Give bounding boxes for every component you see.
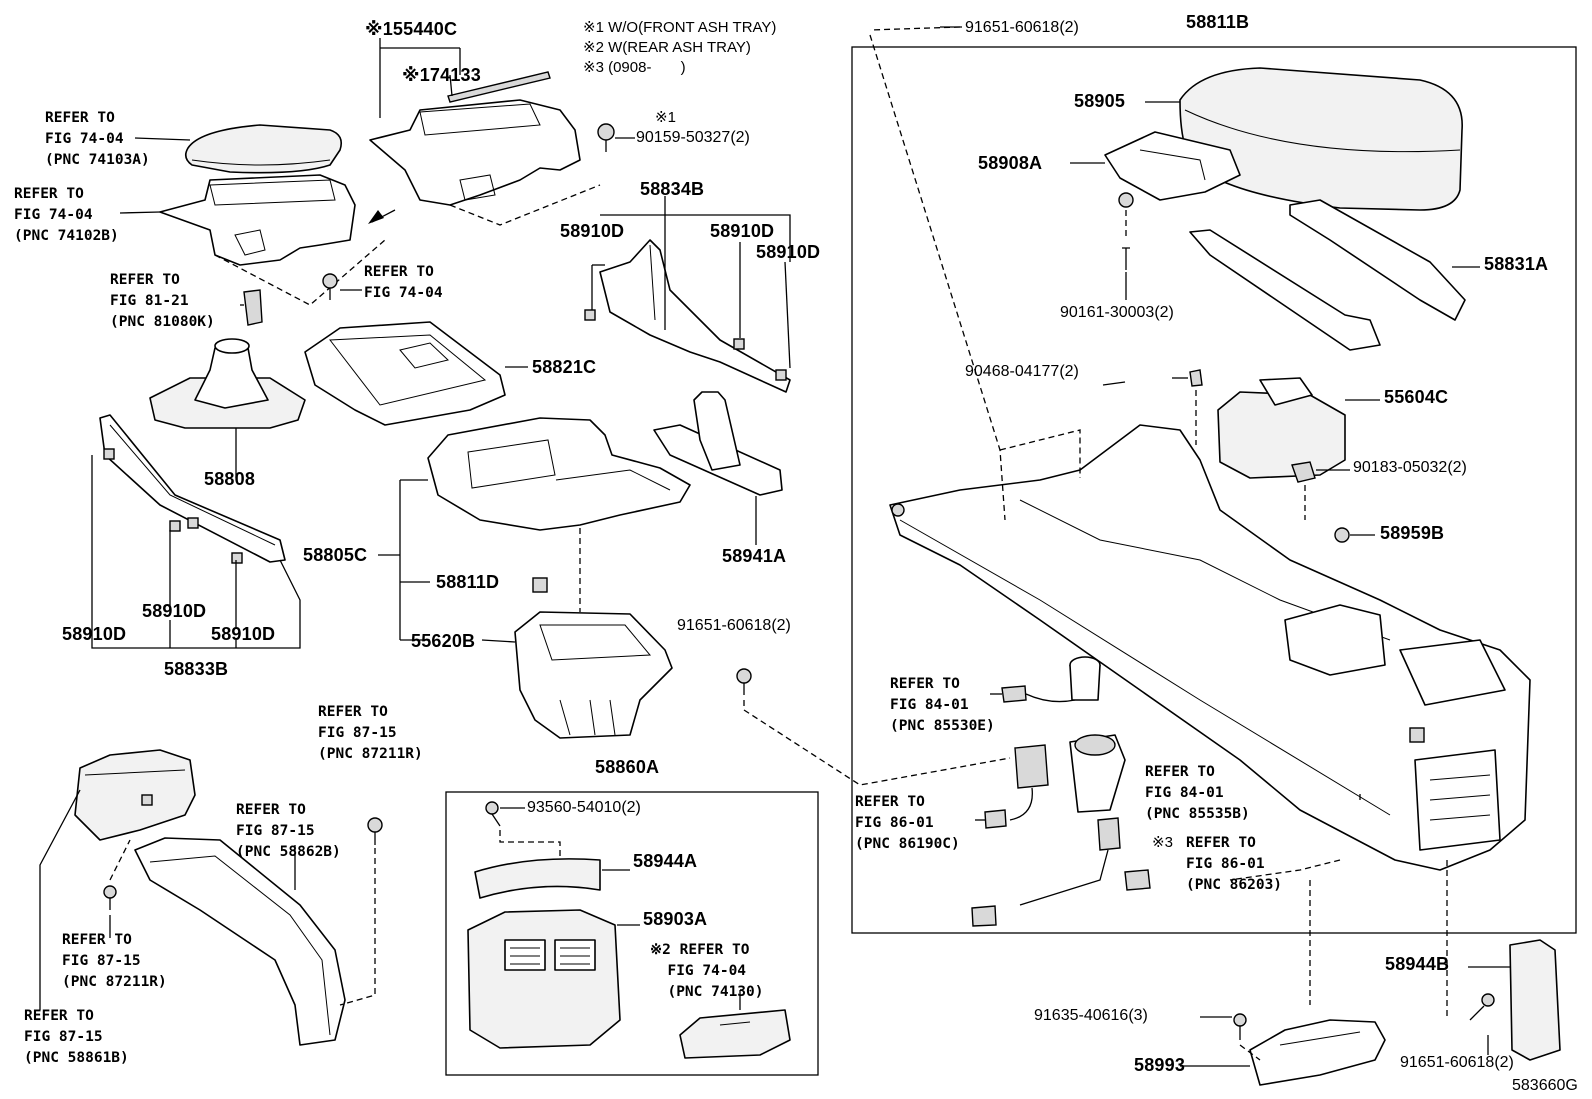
label-58821C: 58821C (532, 357, 597, 377)
part-58805C-panel (427, 417, 691, 531)
part-55604C-box (1217, 377, 1346, 479)
clip-90183 (1291, 461, 1316, 483)
part-74103A-lid (184, 124, 343, 174)
label-58944B: 58944B (1385, 954, 1450, 974)
ref-7404: REFER TO FIG 74-04 (364, 264, 443, 301)
label-91651-mid: 91651-60618(2) (677, 617, 791, 634)
part-74102B-box (159, 174, 356, 266)
part-55620B-cupholder (514, 611, 673, 739)
part-85535B-socket (1069, 734, 1126, 813)
label-91651-bot: 91651-60618(2) (1400, 1054, 1514, 1071)
assembly-box-58811B (851, 46, 1577, 934)
screw-91635 (1233, 1013, 1247, 1040)
ref-58861B: REFER TO FIG 87-15 (PNC 58861B) (24, 1008, 129, 1066)
label-58833B: 58833B (164, 659, 229, 679)
clip-90468 (1189, 369, 1203, 387)
ref-87211R-bot: REFER TO FIG 87-15 (PNC 87211R) (62, 932, 167, 990)
part-58903A-register (467, 909, 621, 1049)
screw-87211R-top (367, 817, 383, 845)
part-58821C-bezel (304, 321, 506, 426)
part-81080K-switch (243, 289, 263, 326)
label-58860A: 58860A (595, 757, 660, 777)
label-58910D-f: 58910D (211, 624, 276, 644)
label-58811D: 58811D (436, 572, 500, 592)
screw-90159 (597, 123, 615, 152)
ref-85535B: REFER TO FIG 84-01 (PNC 85535B) (1145, 764, 1250, 822)
label-90161: 90161-30003(2) (1060, 304, 1174, 321)
ref-86190C: REFER TO FIG 86-01 (PNC 86190C) (855, 794, 960, 852)
part-58831A-base (1189, 199, 1466, 351)
part-58959B-stopper (1334, 527, 1350, 543)
part-58908A-hinge (1104, 131, 1241, 208)
label-55604C: 55604C (1384, 387, 1449, 407)
note-2: ※2 W(REAR ASH TRAY) (583, 39, 751, 56)
part-58833B-panel (99, 414, 286, 564)
label-58831A: 58831A (1484, 254, 1549, 274)
label-58908A: 58908A (978, 153, 1043, 173)
part-console-body (889, 424, 1531, 871)
label-58905: 58905 (1074, 91, 1126, 111)
label-58811B: 58811B (1186, 12, 1250, 32)
clip-93560 (485, 801, 501, 827)
screw-91651-mid (736, 668, 752, 695)
label-58944A: 58944A (633, 851, 698, 871)
ref-74130: ※2 REFER TO FIG 74-04 (PNC 74130) (650, 942, 764, 1000)
note-1: ※1 W/O(FRONT ASH TRAY) (583, 19, 777, 36)
part-58941A-tray (653, 391, 783, 496)
ref-85530E: REFER TO FIG 84-01 (PNC 85530E) (890, 676, 995, 734)
label-58910D-b: 58910D (710, 221, 775, 241)
label-58910D-d: 58910D (142, 601, 207, 621)
label-90468: 90468-04177(2) (965, 363, 1079, 380)
ref-74103A: REFER TO FIG 74-04 (PNC 74103A) (45, 110, 150, 168)
label-58910D-c: 58910D (756, 242, 821, 262)
note-3: ※3 (0908- ) (583, 59, 686, 76)
ref-81080K: REFER TO FIG 81-21 (PNC 81080K) (110, 272, 215, 330)
part-58808-boot (149, 338, 306, 429)
assembly-box-58860A (445, 791, 819, 1076)
label-58910D-a: 58910D (560, 221, 625, 241)
label-90159: 90159-50327(2) (636, 129, 750, 146)
part-86203-harness (971, 817, 1151, 927)
part-58862B-duct (134, 837, 346, 1046)
screw-87211R-bot (103, 885, 117, 910)
part-58811D-clip (532, 577, 548, 593)
label-58910D-e: 58910D (62, 624, 127, 644)
label-55620B: 55620B (411, 631, 476, 651)
label-58941A: 58941A (722, 546, 787, 566)
label-55440C: ※155440C (365, 19, 458, 39)
ref-58862B: REFER TO FIG 87-15 (PNC 58862B) (236, 802, 341, 860)
screw-7404 (322, 273, 338, 300)
part-58944A-cover (474, 858, 601, 899)
label-91651-top: 91651-60618(2) (965, 19, 1079, 36)
label-58993: 58993 (1134, 1055, 1186, 1075)
part-58944B-bezel (1509, 939, 1561, 1061)
label-58805C: 58805C (303, 545, 368, 565)
diagram-code: 583660G (1512, 1077, 1578, 1094)
screw-91651-bot (1469, 993, 1495, 1021)
part-58905-lid (1179, 67, 1463, 211)
label-58903A: 58903A (643, 909, 708, 929)
part-86190C-switch (984, 744, 1049, 829)
label-58834B: 58834B (640, 179, 705, 199)
label-91635: 91635-40616(3) (1034, 1007, 1148, 1024)
part-58861B-duct-top (74, 749, 196, 841)
label-58959B: 58959B (1380, 523, 1445, 543)
screw-90161 (1122, 247, 1130, 270)
ref-87211R-top: REFER TO FIG 87-15 (PNC 87211R) (318, 704, 423, 762)
ref-86203: REFER TO FIG 86-01 (PNC 86203) (1186, 835, 1283, 893)
part-74133-strip (447, 71, 551, 103)
label-58808: 58808 (204, 469, 256, 489)
label-90183: 90183-05032(2) (1353, 459, 1467, 476)
part-74130-ashtray (679, 1009, 791, 1059)
part-85530E-lighter (1001, 656, 1101, 703)
label-74133: ※174133 (402, 65, 481, 85)
label-93560: 93560-54010(2) (527, 799, 641, 816)
part-55440C-box (369, 99, 581, 206)
part-58834B-panel (584, 239, 791, 393)
part-58993-bracket (1249, 1019, 1386, 1086)
ref-74102B: REFER TO FIG 74-04 (PNC 74102B) (14, 186, 119, 244)
label-3-mark: ※3 (1152, 834, 1173, 851)
label-90159-mark: ※1 (655, 109, 676, 126)
